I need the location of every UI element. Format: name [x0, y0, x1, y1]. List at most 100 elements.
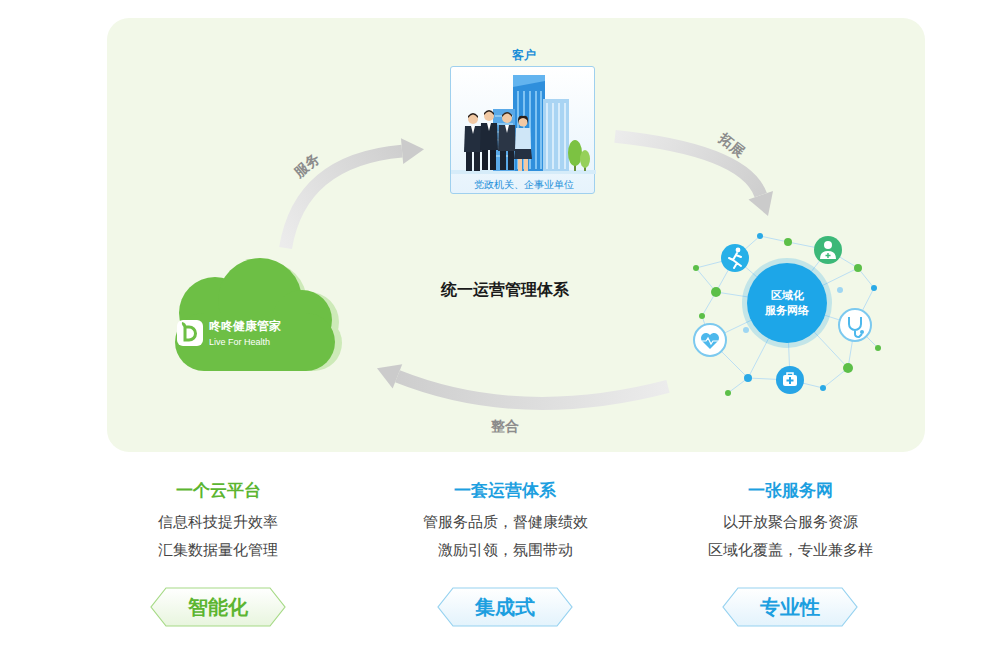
shape [742, 258, 832, 348]
curved-arrow [377, 364, 668, 403]
box-caption: 党政机关、企事业单位 [474, 179, 574, 191]
shape [175, 258, 335, 371]
shape [721, 244, 749, 272]
shape [744, 374, 752, 382]
shape [826, 253, 831, 258]
shape [543, 99, 569, 171]
column-text: 激励引领，氛围带动 [438, 541, 573, 559]
column-text: 管服务品质，督健康绩效 [423, 513, 588, 531]
badge-hexagon: 集成式 [437, 587, 573, 627]
shape [696, 236, 878, 393]
column-text: 区域化覆盖，专业兼多样 [708, 541, 873, 559]
edge-label: 整合 [491, 418, 519, 435]
shape [524, 159, 528, 171]
shape [580, 150, 590, 168]
badge-hexagon: 专业性 [722, 587, 858, 627]
shape [546, 103, 566, 169]
customer-illustration [451, 67, 596, 195]
shape [464, 113, 482, 171]
shape [484, 110, 494, 115]
shape [824, 241, 832, 249]
shape [783, 375, 797, 386]
center-title: 统一运营管理体系 [441, 280, 569, 299]
badge-text: 集成式 [475, 595, 535, 619]
shape [484, 111, 494, 121]
arrow-shaft [397, 376, 668, 403]
shape [558, 103, 560, 169]
column-heading: 一张服务网 [748, 481, 833, 501]
shape [860, 330, 864, 334]
shape [498, 125, 516, 151]
service-network: 区域化 服务网络 [688, 228, 888, 404]
panel-band: 统一运营管理体系 [107, 18, 925, 452]
shape [482, 150, 488, 170]
network-title: 区域化 服务网络 [755, 288, 819, 318]
shape [535, 91, 537, 169]
shape [468, 113, 478, 118]
shape [725, 390, 731, 396]
shape [837, 287, 843, 293]
shape [871, 285, 877, 291]
shape [514, 149, 532, 159]
curved-arrow [615, 136, 773, 216]
shape [513, 75, 545, 171]
column-text: 汇集数据量化管理 [158, 541, 278, 559]
shape [508, 151, 514, 170]
shape [839, 309, 871, 341]
shape [487, 123, 491, 131]
column-text: 信息科技提升效率 [158, 513, 278, 531]
column-heading: 一套运营体系 [454, 481, 556, 501]
shape [552, 103, 554, 169]
shape [500, 151, 506, 170]
shape [699, 313, 705, 319]
shape [820, 251, 836, 259]
column-text: 以开放聚合服务资源 [723, 513, 858, 531]
shape [513, 75, 545, 87]
shape [471, 126, 475, 134]
brand-slogan: Live For Health [209, 337, 270, 348]
cloud-platform: 咚咚健康管家Live For Health [155, 258, 347, 374]
shape [564, 103, 566, 169]
shape [480, 123, 498, 150]
shape [182, 322, 186, 328]
badge-text: 专业性 [760, 595, 820, 619]
curved-arrow [286, 138, 424, 248]
shape [747, 263, 827, 343]
shape [701, 333, 719, 349]
shape [814, 236, 842, 264]
shape [875, 345, 881, 351]
shape [495, 123, 513, 125]
shape [185, 327, 196, 340]
shape [468, 114, 478, 124]
hexagon-shape [151, 588, 285, 626]
shape [177, 320, 203, 346]
shape [502, 113, 512, 123]
shape [540, 91, 542, 169]
shape [787, 373, 793, 375]
shape [693, 265, 699, 271]
shape [784, 238, 792, 246]
shape [518, 159, 522, 171]
shape [711, 287, 721, 297]
shape [515, 128, 531, 149]
shape [464, 126, 482, 152]
shape [776, 366, 804, 394]
cloud-shape [155, 258, 347, 374]
shape [854, 264, 862, 272]
shape [849, 317, 862, 337]
shape [843, 363, 853, 373]
shape [502, 112, 512, 117]
arrow-head [401, 138, 424, 164]
shape [175, 313, 335, 371]
shape [787, 377, 794, 384]
shape [546, 103, 548, 169]
shape [757, 233, 763, 239]
shape [518, 116, 528, 124]
shape [505, 125, 509, 133]
hexagon-shape [723, 588, 857, 626]
shape [743, 327, 749, 333]
shape [466, 152, 472, 171]
shape [820, 385, 826, 391]
shape [729, 253, 741, 268]
shape [694, 324, 726, 356]
